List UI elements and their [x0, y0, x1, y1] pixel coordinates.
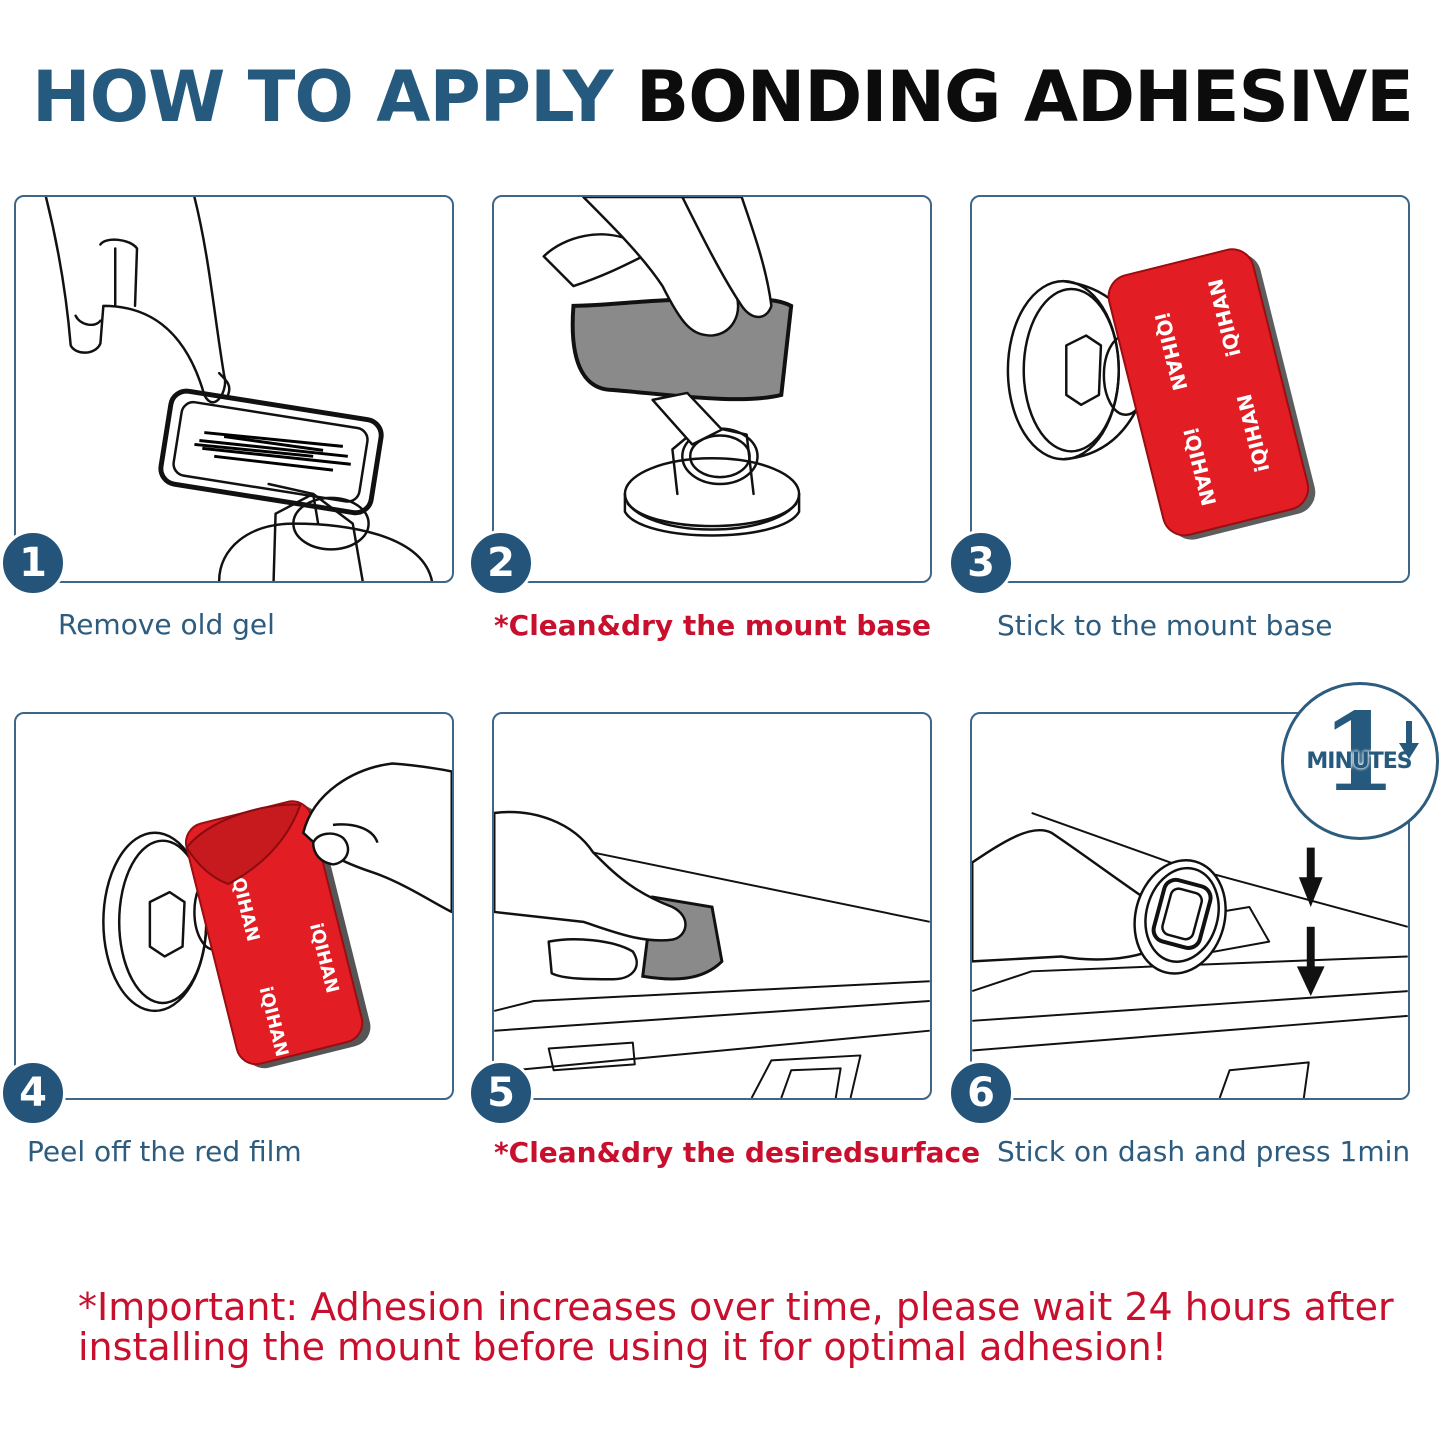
step-5-badge: 5 [468, 1060, 534, 1126]
title-part-how-to-apply: HOW TO APPLY [32, 56, 613, 138]
step-5-caption: *Clean&dry the desiredsurface [494, 1136, 981, 1169]
step-1-panel [14, 195, 454, 583]
step-4-badge: 4 [0, 1060, 66, 1126]
step-2-badge: 2 [468, 530, 534, 596]
step-5-panel [492, 712, 932, 1100]
title-part-bonding-adhesive: BONDING ADHESIVE [635, 56, 1414, 138]
step-3-panel: iQIHAN iQIHAN iQIHAN iQIHAN [970, 195, 1410, 583]
step-6-panel [970, 712, 1410, 1100]
step-3-caption: Stick to the mount base [997, 609, 1333, 642]
clean-surface-illustration [494, 810, 930, 1098]
step-1-badge: 1 [0, 530, 66, 596]
remove-old-gel-illustration [44, 197, 434, 581]
step-1-caption: Remove old gel [58, 608, 275, 641]
down-arrow-icon [1399, 721, 1419, 759]
step-3-badge: 3 [948, 530, 1014, 596]
stick-on-dash-illustration [972, 812, 1408, 1098]
step-4-caption: Peel off the red film [27, 1135, 302, 1168]
step-6-caption: Stick on dash and press 1min [997, 1135, 1411, 1168]
step-2-panel [492, 195, 932, 583]
important-note: *Important: Adhesion increases over time… [78, 1285, 1394, 1369]
timer-label: MINUTES [1306, 749, 1412, 774]
page-title: HOW TO APPLY BONDING ADHESIVE [32, 62, 1414, 132]
stick-to-mount-illustration: iQIHAN iQIHAN iQIHAN iQIHAN [1006, 248, 1316, 540]
step-6-badge: 6 [948, 1060, 1014, 1126]
clean-mount-base-illustration [542, 197, 801, 537]
timer-number: 1 [1321, 690, 1397, 816]
step-4-panel: iQIHAN iQIHAN iQIHAN [14, 712, 454, 1100]
timer-badge: 1 MINUTES [1281, 682, 1439, 840]
step-2-caption: *Clean&dry the mount base [494, 609, 931, 642]
peel-red-film-illustration: iQIHAN iQIHAN iQIHAN [102, 762, 452, 1069]
